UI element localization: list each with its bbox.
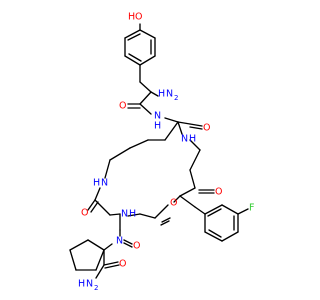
phe-carbonyl-oxygen-label: O (170, 198, 177, 209)
tyr-carbonyl-oxygen-label: O (119, 101, 126, 112)
ring-hydrogen-right-label: H (189, 134, 196, 145)
terminal-amide-nitrogen-label: N (86, 279, 93, 290)
ring-carbonyl-oxygen-1-label: O (203, 123, 210, 134)
ring-carbonyl-oxygen-2-label: O (215, 187, 222, 198)
amine-nitrogen-label: N (166, 89, 173, 100)
amine-hydrogen-label: H (158, 89, 165, 100)
amine-subscript-label: 2 (174, 94, 178, 102)
terminal-amide-hydrogen-label: H (78, 279, 85, 290)
terminal-amide-subscript-label: 2 (94, 284, 98, 292)
amide-nitrogen-label: N (154, 111, 161, 122)
fluorine-label: F (249, 203, 254, 214)
structure-drawing: O H H N 2 O N H O N H O N H O N H O F N … (69, 12, 254, 292)
hydroxyl-oxygen-label: O (135, 12, 142, 23)
amide-carbonyl-oxygen-label: O (119, 259, 126, 270)
ring-nitrogen-bottom-label: N (121, 209, 128, 220)
amide-hydrogen-label: H (154, 121, 161, 132)
ring-hydrogen-left-label: H (93, 178, 100, 189)
ring-hydrogen-bottom-label: H (129, 209, 136, 220)
molecule-canvas: O H H N 2 O N H O N H O N H O N H O F N … (69, 12, 254, 292)
hydroxyl-hydrogen-label: H (128, 12, 135, 23)
pro-carbonyl-oxygen-label: O (133, 241, 140, 252)
ring-nitrogen-left-label: N (101, 178, 108, 189)
left-carbonyl-oxygen-label: O (81, 208, 88, 219)
proline-nitrogen-label: N (116, 236, 123, 247)
ring-nitrogen-right-label: N (181, 134, 188, 145)
bond-lines (69, 23, 249, 279)
